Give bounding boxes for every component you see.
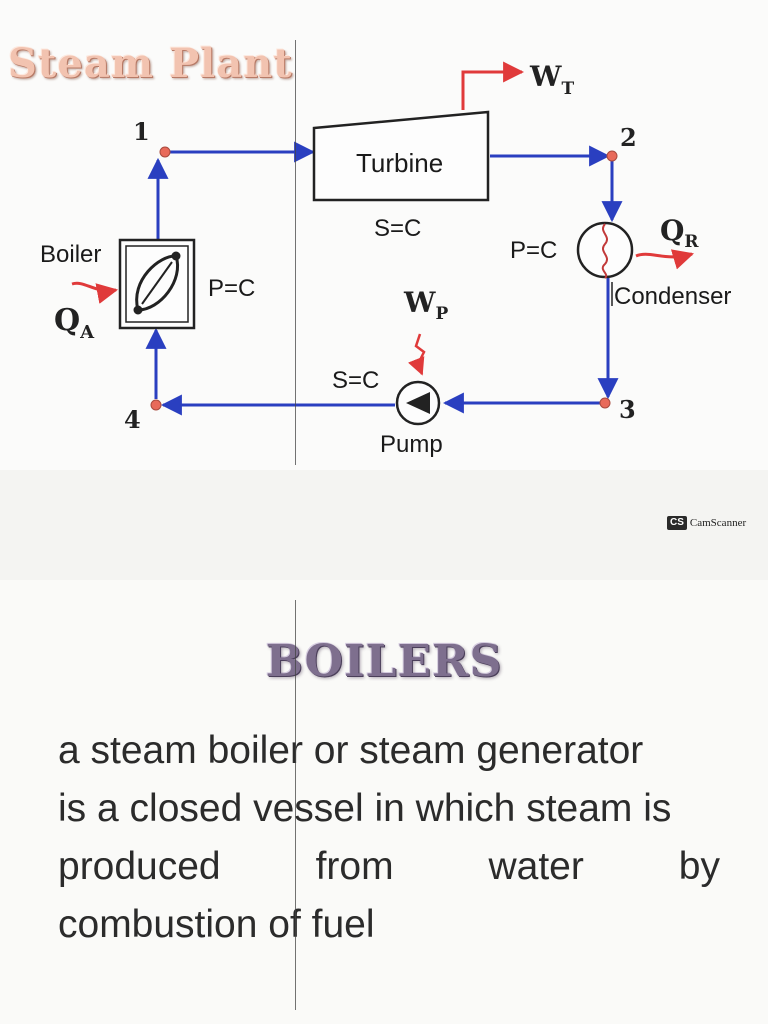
page-crease-top (295, 40, 296, 465)
definition-line-1: a steam boiler or steam generator (58, 729, 644, 772)
heat-rejected-symbol: QR (660, 214, 699, 252)
boiler-coil-icon (133, 251, 181, 315)
pump-work-arrow (408, 333, 426, 376)
heat-added-symbol: QA (54, 303, 95, 343)
definition-word: from (315, 845, 394, 888)
rankine-cycle-diagram: 1 2 3 4 Turbine S=C WT Boiler P=C QA P=C… (40, 60, 731, 458)
state-label-4: 4 (124, 405, 141, 434)
state-point-4 (150, 399, 162, 411)
definition-word: by (678, 845, 720, 888)
turbine-work-arrow (461, 61, 525, 110)
camscanner-watermark: CS CamScanner (667, 516, 746, 530)
condenser-coil (601, 223, 608, 279)
camscanner-icon: CS (667, 516, 687, 530)
condenser-label: Condenser (614, 283, 731, 310)
condenser-process-label: P=C (510, 237, 557, 264)
turbine-process-label: S=C (374, 215, 421, 242)
page-gap (0, 470, 768, 580)
boilers-slide (0, 580, 768, 1024)
boiler-label: Boiler (40, 241, 101, 268)
boiler-process-label: P=C (208, 275, 255, 302)
heat-rejected-arrow (635, 249, 695, 270)
state-point-1 (159, 146, 171, 158)
state-label-3: 3 (619, 395, 636, 424)
turbine-work-symbol: WT (529, 60, 574, 99)
definition-line-3: produced from water by (58, 838, 720, 896)
boilers-heading: BOILERS (265, 636, 503, 687)
definition-word: produced (58, 845, 221, 888)
state-points (150, 146, 618, 411)
definition-line-4: combustion of fuel (58, 903, 375, 946)
definition-line-2: is a closed vessel in which steam is (58, 787, 672, 830)
camscanner-text: CamScanner (689, 517, 747, 529)
pipe-network (145, 141, 623, 416)
boiler-definition: a steam boiler or steam generator is a c… (58, 722, 720, 954)
pump-process-label: S=C (332, 367, 379, 394)
turbine-shape (312, 110, 490, 202)
condenser-shape (576, 221, 634, 279)
state-label-1: 1 (133, 117, 150, 146)
pump-label: Pump (380, 431, 443, 458)
slide-title: Steam Plant (8, 40, 293, 87)
steam-plant-slide (0, 0, 768, 470)
pump-work-symbol: WP (403, 286, 448, 324)
definition-word: water (488, 845, 584, 888)
boiler-inner-box (125, 245, 189, 323)
pump-triangle (406, 392, 430, 414)
page-crease-bottom (295, 600, 296, 1010)
state-point-3 (599, 397, 611, 409)
turbine-label: Turbine (356, 148, 443, 178)
state-point-2 (606, 150, 618, 162)
heat-added-arrow (71, 281, 119, 304)
state-label-2: 2 (620, 123, 637, 152)
